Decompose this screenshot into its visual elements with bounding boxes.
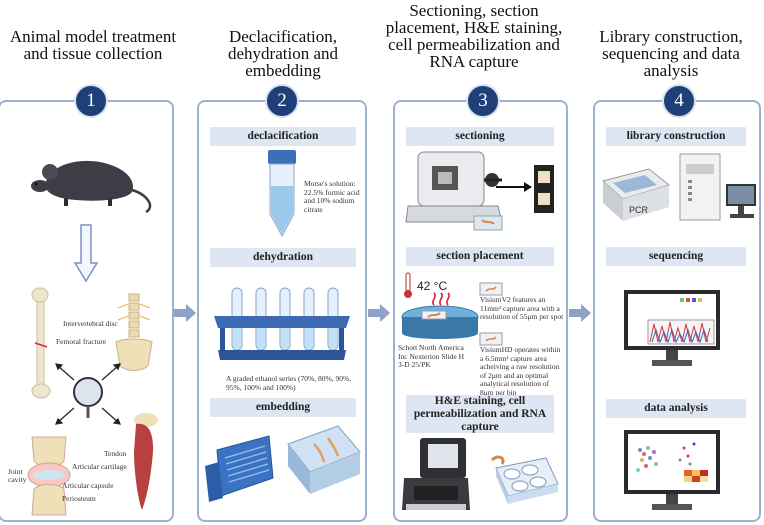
slide-inset-icon xyxy=(496,165,554,213)
step-4-title: Library construction, sequencing and dat… xyxy=(599,27,743,80)
band-library-construction: library construction xyxy=(606,127,746,146)
step-2-number: 2 xyxy=(265,84,299,118)
label-tendon: Tendon xyxy=(104,449,127,458)
temperature-text: 42 °C xyxy=(417,279,448,293)
step-3-number: 3 xyxy=(466,84,500,118)
well-plate-icon xyxy=(490,455,559,504)
label-periosteum: Periosteum xyxy=(62,494,96,503)
step-2-title: Declacification, dehydration and embeddi… xyxy=(228,27,338,80)
shoulder-muscle-icon xyxy=(134,413,158,510)
sequencing-monitor-icon xyxy=(624,290,720,366)
band-sequencing: sequencing xyxy=(606,247,746,266)
label-femoral-fracture: Femoral fracture xyxy=(56,337,107,346)
magnifier-icon xyxy=(55,363,121,425)
ethanol-series-text: A graded ethanol series (70%, 80%, 90%, … xyxy=(226,374,352,392)
band-embedding: embedding xyxy=(210,398,356,417)
band-decalcification: declacification xyxy=(210,127,356,146)
morse-solution-text: Morse's solution: 22.5% formic acid and … xyxy=(304,179,360,214)
flow-arrow-3-icon xyxy=(569,304,591,322)
step-3-title: Sectioning, section placement, H&E stain… xyxy=(385,1,563,71)
femur-icon xyxy=(31,287,51,399)
data-analysis-monitor-icon xyxy=(624,430,720,510)
label-articular-capsule: Articular capsule xyxy=(62,481,114,490)
spine-icon xyxy=(115,293,153,371)
pcr-machine-icon: PCR xyxy=(601,168,671,221)
thermometer-icon xyxy=(404,272,412,298)
heat-waves-icon xyxy=(432,292,450,306)
flow-arrow-2-icon xyxy=(368,304,390,322)
paraffin-block-icon xyxy=(287,425,361,494)
visium-hd-text: VisiumHD operates within a 6.5mm² captur… xyxy=(480,345,561,397)
band-he-staining: H&E staining, cell permeabilization and … xyxy=(406,395,554,433)
microtome-icon xyxy=(405,151,503,231)
band-sectioning: sectioning xyxy=(406,127,554,146)
falcon-tube-icon xyxy=(268,150,296,238)
step-1-title: Animal model treatment and tissue collec… xyxy=(9,27,177,63)
water-bath-icon xyxy=(401,305,479,339)
label-intervertebral-disc: Intervertebral disc xyxy=(63,319,118,328)
knee-joint-icon xyxy=(27,436,71,516)
band-dehydration: dehydration xyxy=(210,248,356,267)
step-4-number: 4 xyxy=(662,84,696,118)
visium-hd-slide-icon xyxy=(479,332,503,346)
flow-arrow-1-icon xyxy=(174,304,196,322)
band-data-analysis: data analysis xyxy=(606,399,746,418)
visium-v2-text: VisiumV2 features an 11mm² capture area … xyxy=(480,295,564,321)
step-1-number: 1 xyxy=(74,84,108,118)
band-section-placement: section placement xyxy=(406,247,554,266)
cassette-icon xyxy=(205,435,274,502)
label-joint-cavity: Joint cavity xyxy=(8,467,27,484)
mouse-icon xyxy=(31,160,152,214)
down-arrow-icon xyxy=(73,224,99,283)
sequencer-computer-icon xyxy=(679,153,756,221)
visium-v2-slide-icon xyxy=(479,282,503,296)
imaging-instrument-icon xyxy=(402,438,470,510)
label-articular-cartilage: Articular cartilage xyxy=(72,462,127,471)
schott-slide-text: Schott North America Inc Nexterion Slide… xyxy=(398,343,465,369)
test-tube-rack-icon xyxy=(214,287,350,360)
pcr-label: PCR xyxy=(629,205,649,215)
